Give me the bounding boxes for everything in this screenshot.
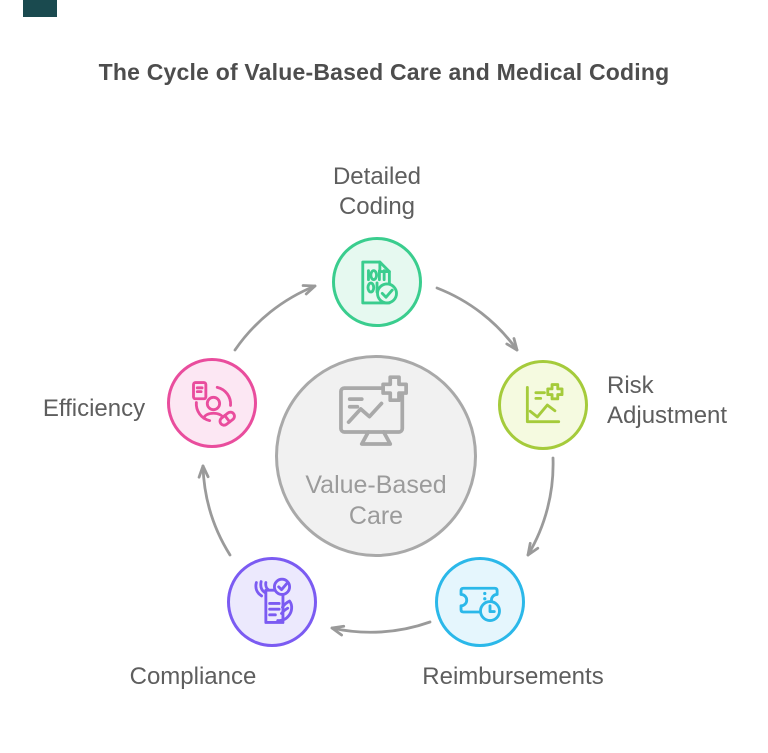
arrow-detailed-coding-to-risk-adjustment-icon: [435, 286, 519, 352]
patient-cycle-pill-icon: [191, 380, 236, 427]
arrow-reimbursements-to-compliance-icon: [330, 620, 432, 637]
hands-holding-document-check-icon: [253, 577, 293, 624]
medical-cross-icon: [545, 382, 563, 400]
monitor-chart-medical-cross-icon: [339, 375, 408, 446]
node-detailed-coding: [332, 237, 422, 327]
arrow-efficiency-to-detailed-coding-icon: [233, 284, 317, 352]
label-reimbursements: Reimbursements: [422, 663, 604, 690]
label-detailed-coding: Detailed Coding: [332, 163, 422, 220]
left-hand-icon: [253, 579, 270, 597]
center-label: Value-Based Care: [305, 471, 447, 530]
page-title: The Cycle of Value-Based Care and Medica…: [98, 59, 670, 85]
label-compliance: Compliance: [129, 663, 257, 690]
corner-mark: [23, 0, 57, 17]
right-hand-icon: [275, 599, 293, 622]
line-chart-medical-cross-icon: [525, 382, 563, 423]
arrow-risk-adjustment-to-reimbursements-icon: [526, 456, 555, 557]
coded-document-check-icon: [360, 260, 398, 304]
node-efficiency: [167, 358, 257, 448]
node-risk-adjustment: [498, 360, 588, 450]
person-icon: [205, 395, 221, 411]
center-circle-value-based-care: Value-Based Care: [275, 355, 477, 557]
cycle-arcs: [194, 385, 232, 422]
arrow-group: [197, 284, 555, 637]
ticket-clock-icon: [459, 586, 501, 622]
arrow-compliance-to-efficiency-icon: [197, 464, 232, 557]
label-efficiency: Efficiency: [42, 395, 146, 422]
pill-icon: [218, 410, 236, 427]
medical-cross-icon: [381, 375, 408, 403]
node-compliance: [227, 557, 317, 647]
node-reimbursements: [435, 557, 525, 647]
label-risk-adjustment: Risk Adjustment: [607, 372, 728, 429]
